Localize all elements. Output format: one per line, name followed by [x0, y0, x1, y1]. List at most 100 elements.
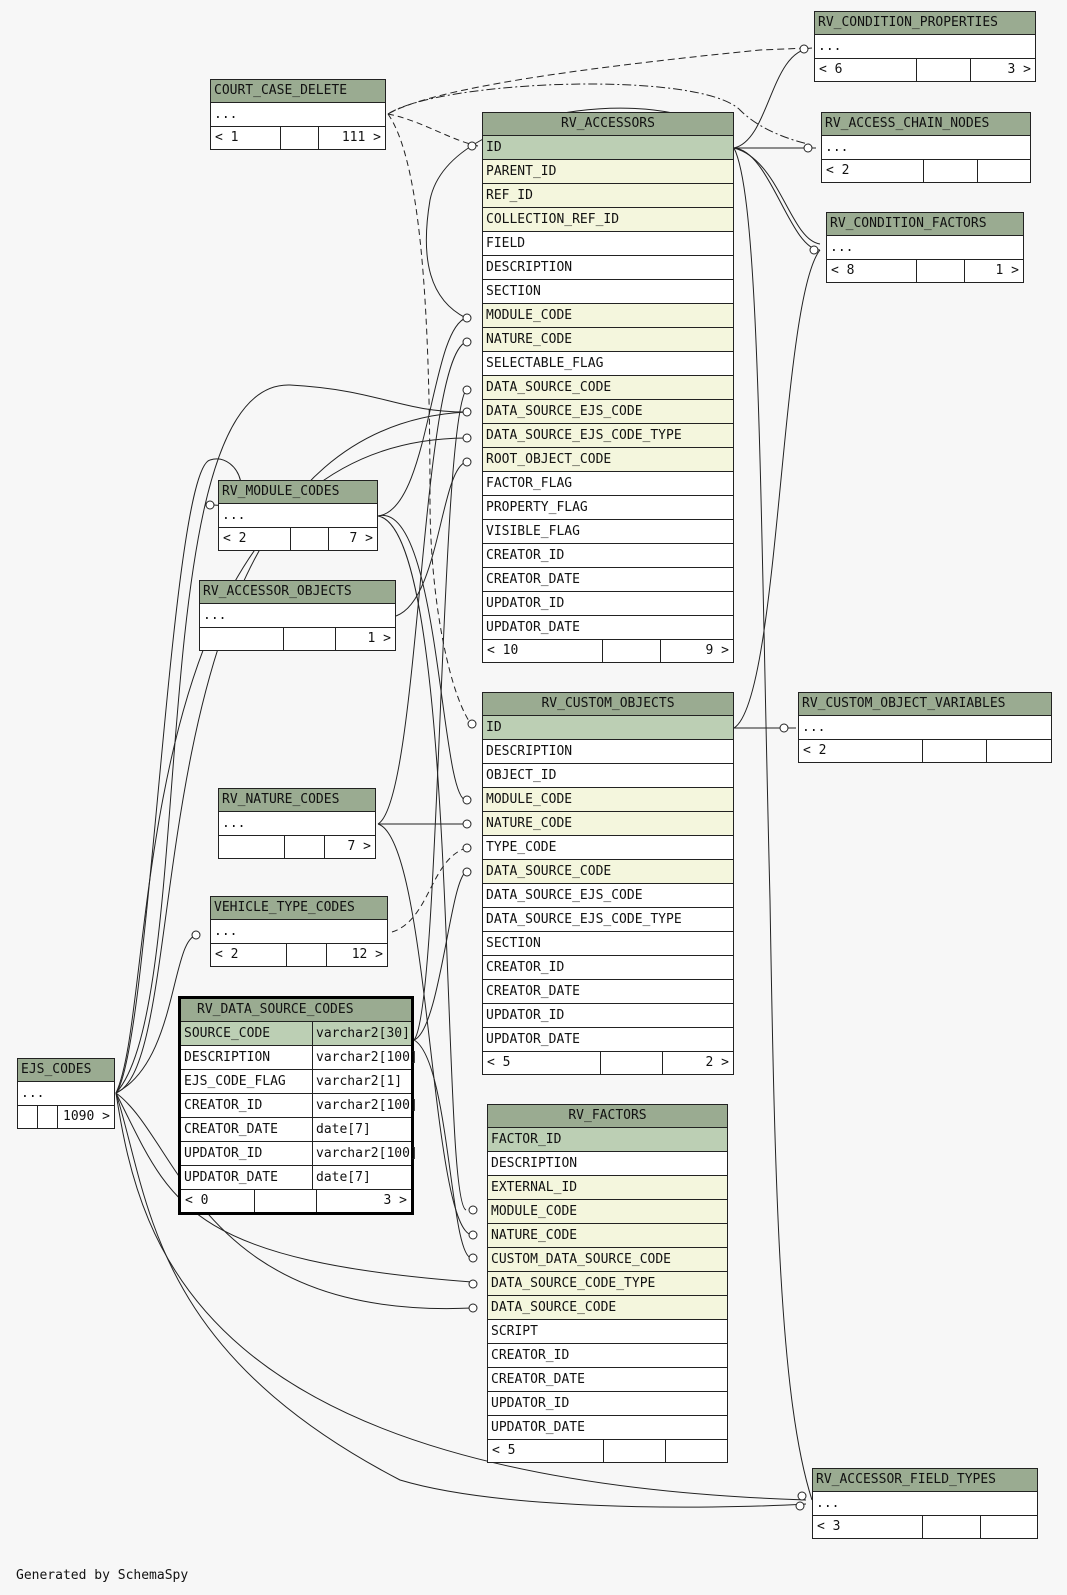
table-row: UPDATOR_DATE [488, 1416, 727, 1440]
table-ejs-codes[interactable]: EJS_CODES ... 1090 > [17, 1058, 115, 1129]
table-row: MODULE_CODE [488, 1200, 727, 1224]
table-row: CUSTOM_DATA_SOURCE_CODE [488, 1248, 727, 1272]
relationship-line [115, 1092, 473, 1283]
relationship-line [115, 1092, 473, 1310]
table-row: REF_ID [483, 184, 733, 208]
table-rv-factors[interactable]: RV_FACTORS FACTOR_ID DESCRIPTION EXTERNA… [487, 1104, 728, 1463]
relationship-end-marker [468, 1303, 478, 1313]
table-row: NATURE_CODE [483, 812, 733, 836]
table-rv-nature-codes[interactable]: RV_NATURE_CODES ... 7 > [218, 788, 376, 859]
relationship-line [377, 515, 467, 1211]
table-row: MODULE_CODE [483, 788, 733, 812]
relationship-end-marker [468, 1253, 478, 1263]
table-row: ... [18, 1082, 114, 1106]
relationship-line [733, 47, 813, 149]
table-rv-accessor-field-types[interactable]: RV_ACCESSOR_FIELD_TYPES ... < 3 [812, 1468, 1038, 1539]
table-title: RV_ACCESSORS [483, 113, 733, 136]
relationship-end-marker [462, 795, 472, 805]
relationship-end-marker [462, 337, 472, 347]
relationship-line [115, 411, 467, 1094]
relationship-end-marker [462, 385, 472, 395]
relationship-end-marker [462, 433, 472, 443]
table-row: DATA_SOURCE_CODE_TYPE [488, 1272, 727, 1296]
table-row: DATA_SOURCE_CODE [483, 376, 733, 400]
table-row: DESCRIPTION [483, 740, 733, 764]
table-row: NATURE_CODE [488, 1224, 727, 1248]
table-title: RV_FACTORS [488, 1105, 727, 1128]
table-footer: < 2 [799, 740, 1051, 762]
table-row: EXTERNAL_ID [488, 1176, 727, 1200]
table-title: RV_MODULE_CODES [219, 481, 377, 504]
table-title: RV_CONDITION_FACTORS [827, 213, 1023, 236]
table-rv-accessor-objects[interactable]: RV_ACCESSOR_OBJECTS ... 1 > [199, 580, 396, 651]
relationship-end-marker [779, 723, 789, 733]
table-row: DATA_SOURCE_CODE [483, 860, 733, 884]
table-row: ... [211, 103, 385, 127]
table-row: DESCRIPTION [488, 1152, 727, 1176]
generated-by-text: Generated by SchemaSpy [16, 1568, 189, 1583]
table-row: ... [799, 716, 1051, 740]
relationship-end-marker [462, 843, 472, 853]
relationship-line [115, 384, 467, 1094]
table-rv-access-chain-nodes[interactable]: RV_ACCESS_CHAIN_NODES ... < 2 [821, 112, 1031, 183]
table-row: TYPE_CODE [483, 836, 733, 860]
relationship-end-marker [467, 719, 477, 729]
table-row: UPDATOR_DATE [483, 1028, 733, 1052]
table-row: ... [822, 136, 1030, 160]
table-title: RV_NATURE_CODES [219, 789, 375, 812]
table-row: SECTION [483, 932, 733, 956]
table-row: ROOT_OBJECT_CODE [483, 448, 733, 472]
table-row: SELECTABLE_FLAG [483, 352, 733, 376]
relationship-line [733, 249, 821, 729]
table-row: PARENT_ID [483, 160, 733, 184]
relationship-line [377, 341, 467, 825]
table-rv-custom-object-variables[interactable]: RV_CUSTOM_OBJECT_VARIABLES ... < 2 [798, 692, 1052, 763]
table-title: RV_CUSTOM_OBJECTS [483, 693, 733, 716]
table-title: RV_CONDITION_PROPERTIES [815, 12, 1035, 35]
relationship-line [377, 823, 473, 1236]
table-row: SCRIPT [488, 1320, 727, 1344]
relationship-line [115, 1092, 807, 1508]
table-rv-custom-objects[interactable]: RV_CUSTOM_OBJECTS ID DESCRIPTION OBJECT_… [482, 692, 734, 1075]
table-row: VISIBLE_FLAG [483, 520, 733, 544]
table-row: ... [815, 35, 1035, 59]
relationship-end-marker [803, 143, 813, 153]
relationship-line [395, 461, 467, 617]
relationship-line [377, 515, 467, 801]
table-row: DATA_SOURCE_EJS_CODE_TYPE [483, 424, 733, 448]
relationship-end-marker [462, 867, 472, 877]
relationship-end-marker [462, 313, 472, 323]
table-footer: 1090 > [18, 1106, 114, 1128]
relationship-line [733, 147, 821, 245]
table-footer: < 3 [813, 1516, 1037, 1538]
relationship-end-marker [799, 44, 809, 54]
table-title: RV_CUSTOM_OBJECT_VARIABLES [799, 693, 1051, 716]
table-row: ... [813, 1492, 1037, 1516]
table-row: ... [827, 236, 1023, 260]
relationship-line [115, 437, 467, 1094]
table-title: COURT_CASE_DELETE [211, 80, 385, 103]
table-row: ... [200, 604, 395, 628]
table-title: RV_ACCESSOR_FIELD_TYPES [813, 1469, 1037, 1492]
table-rv-accessors[interactable]: RV_ACCESSORS ID PARENT_ID REF_ID COLLECT… [482, 112, 734, 663]
table-row: COLLECTION_REF_ID [483, 208, 733, 232]
table-row: FACTOR_FLAG [483, 472, 733, 496]
relationship-line [413, 1039, 473, 1259]
relationship-end-marker [191, 930, 201, 940]
table-row: DATA_SOURCE_CODE [488, 1296, 727, 1320]
